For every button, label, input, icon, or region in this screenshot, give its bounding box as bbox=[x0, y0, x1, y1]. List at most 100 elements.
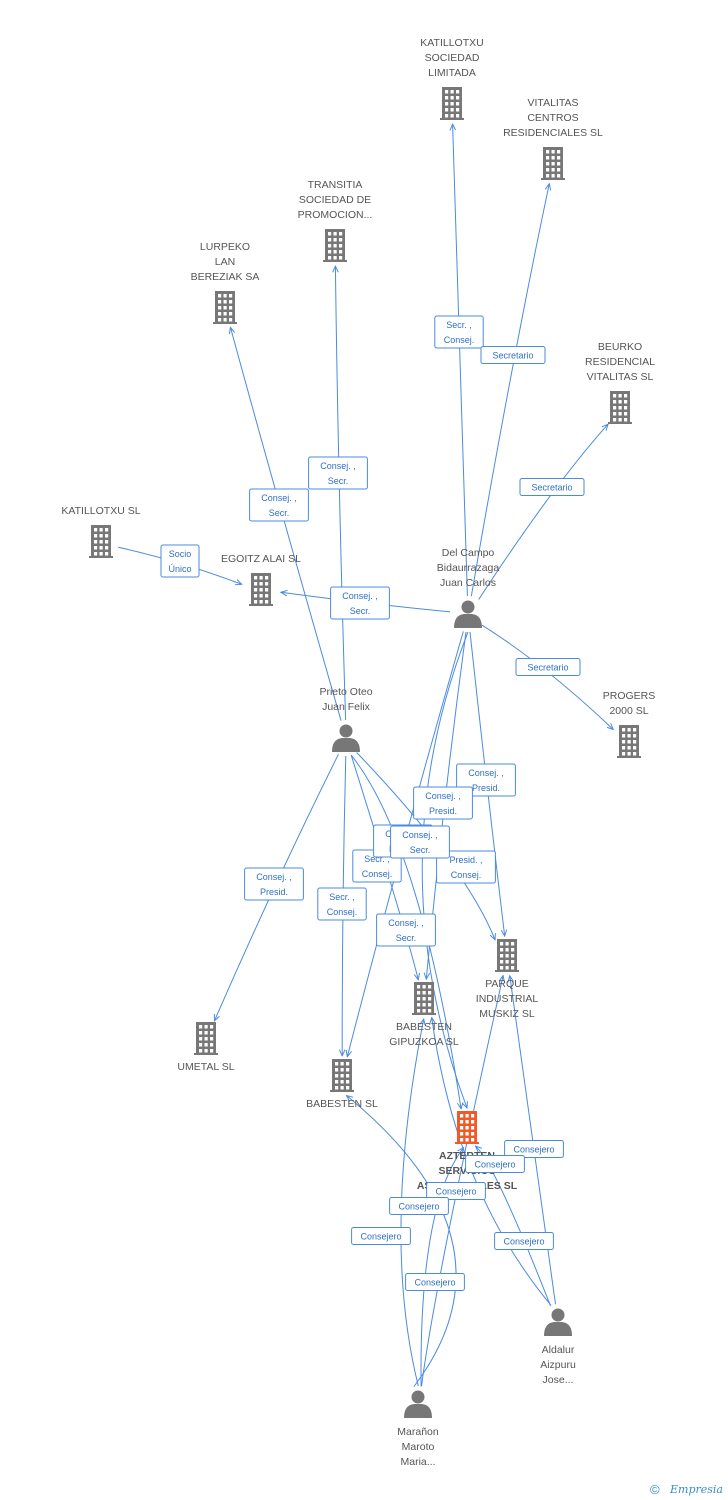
node-babesten[interactable]: BABESTEN SL bbox=[306, 1059, 378, 1110]
node-label: LURPEKO bbox=[200, 241, 250, 253]
edge-label-box bbox=[465, 1155, 525, 1173]
edge-label-text: Consejero bbox=[513, 1145, 554, 1155]
edge-label-text: Presid. bbox=[260, 887, 288, 897]
node-label: BEURKO bbox=[598, 341, 642, 353]
edge-label[interactable]: Consej. ,Secr. bbox=[308, 456, 368, 490]
edge-label[interactable]: Consej. ,Secr. bbox=[390, 825, 450, 859]
edge-label[interactable]: Consejero bbox=[494, 1232, 554, 1250]
edge-label[interactable]: Secr. ,Consej. bbox=[317, 887, 367, 921]
edge-prieto-to-babesten_gip bbox=[350, 755, 418, 980]
edges-layer bbox=[118, 124, 613, 1387]
building-icon bbox=[412, 982, 436, 1015]
edge-label-text: Consej. , bbox=[342, 591, 378, 601]
node-label: LAN bbox=[215, 256, 235, 268]
node-maranon[interactable]: MarañonMarotoMaria... bbox=[397, 1390, 439, 1469]
edge-label-box bbox=[405, 1273, 465, 1291]
node-label: Maria... bbox=[400, 1456, 435, 1468]
node-label: Prieto Oteo bbox=[319, 686, 372, 698]
node-label: Marañon bbox=[397, 1426, 439, 1438]
edge-label[interactable]: Secretario bbox=[519, 478, 585, 496]
node-label: TRANSITIA bbox=[308, 179, 363, 191]
edge-maranon-to-babesten bbox=[347, 1096, 457, 1387]
node-egoitz[interactable]: EGOITZ ALAI SL bbox=[221, 553, 301, 606]
edge-prieto-to-azterten bbox=[350, 754, 461, 1109]
edge-label[interactable]: Consejero bbox=[504, 1140, 564, 1158]
edge-label[interactable]: Consejero bbox=[405, 1273, 465, 1291]
edge-label[interactable]: Consej. ,Secr. bbox=[330, 586, 390, 620]
edge-label-text: Presid. , bbox=[449, 855, 482, 865]
edge-label-text: Consejero bbox=[474, 1160, 515, 1170]
node-label: Bidaurrazaga bbox=[437, 562, 500, 574]
edge-label-box bbox=[436, 850, 496, 884]
edge-del_campo-to-azterten bbox=[421, 631, 469, 1108]
edge-label-text: Secr. bbox=[269, 508, 290, 518]
edge-label-text: Consej. , bbox=[261, 493, 297, 503]
edge-prieto-to-lurpeko bbox=[230, 327, 342, 721]
edge-label-text: Secr. , bbox=[329, 892, 355, 902]
edge-label-box bbox=[389, 1197, 449, 1215]
edge-label[interactable]: Secretario bbox=[480, 346, 546, 364]
building-icon bbox=[89, 525, 113, 558]
building-icon bbox=[617, 725, 641, 758]
node-katillotxu_sl[interactable]: KATILLOTXU SL bbox=[61, 505, 141, 558]
edge-maranon-to-azterten bbox=[420, 1148, 463, 1387]
edge-label-box bbox=[515, 658, 581, 676]
node-umetal[interactable]: UMETAL SL bbox=[177, 1022, 235, 1073]
edge-label-text: Secr. , bbox=[446, 320, 472, 330]
edge-label-text: Consej. , bbox=[402, 830, 438, 840]
edge-label[interactable]: Consejero bbox=[389, 1197, 449, 1215]
edge-label[interactable]: Consej. ,Presid. bbox=[244, 867, 304, 901]
edge-label[interactable]: Consej. ,Secr. bbox=[376, 913, 436, 947]
edge-label-text: Consejero bbox=[503, 1237, 544, 1247]
edge-label-box bbox=[249, 488, 309, 522]
building-icon bbox=[455, 1111, 479, 1144]
edge-label[interactable]: Consejero bbox=[465, 1155, 525, 1173]
edge-label-box bbox=[426, 1182, 486, 1200]
edge-label-text: Socio bbox=[169, 549, 192, 559]
node-label: Aizpuru bbox=[540, 1359, 576, 1371]
building-icon bbox=[323, 229, 347, 262]
node-azterten[interactable]: AZTERTENSERVICIOSASISTENCIALES SL bbox=[417, 1111, 518, 1192]
edge-label-text: Secretario bbox=[492, 351, 533, 361]
node-label: MUSKIZ SL bbox=[479, 1008, 535, 1020]
edge-label-text: Presid. bbox=[429, 806, 457, 816]
node-label: VITALITAS SL bbox=[587, 371, 654, 383]
edge-label-box bbox=[317, 887, 367, 921]
edge-label[interactable]: Presid. ,Consej. bbox=[436, 850, 496, 884]
node-label: KATILLOTXU SL bbox=[61, 505, 140, 517]
edge-label-box bbox=[160, 544, 200, 578]
copyright-icon: © bbox=[650, 1482, 660, 1497]
node-label: CENTROS bbox=[527, 112, 578, 124]
building-icon bbox=[495, 939, 519, 972]
edge-label-text: Presid. bbox=[472, 783, 500, 793]
edge-label-text: Secr. bbox=[396, 933, 417, 943]
node-label: EGOITZ ALAI SL bbox=[221, 553, 301, 565]
edge-label-box bbox=[351, 1227, 411, 1245]
edge-label[interactable]: Consej. ,Presid. bbox=[413, 786, 473, 820]
node-aldalur[interactable]: AldalurAizpuruJose... bbox=[540, 1308, 576, 1387]
edge-aldalur-to-azterten bbox=[476, 1146, 551, 1306]
edge-label-text: Consej. bbox=[444, 335, 475, 345]
edge-label[interactable]: Secretario bbox=[515, 658, 581, 676]
node-label: BABESTEN SL bbox=[306, 1098, 378, 1110]
footer-brand[interactable]: © Empresia bbox=[650, 1482, 723, 1497]
edge-label[interactable]: Consej. , Secr. bbox=[249, 488, 309, 522]
edge-del_campo-to-katillotxu_sociedad bbox=[453, 124, 468, 597]
edge-label[interactable]: Consejero bbox=[351, 1227, 411, 1245]
edge-label[interactable]: Secr. , Consej. bbox=[434, 315, 484, 349]
edge-label-box bbox=[480, 346, 546, 364]
building-icon bbox=[541, 147, 565, 180]
edge-label[interactable]: Consejero bbox=[426, 1182, 486, 1200]
